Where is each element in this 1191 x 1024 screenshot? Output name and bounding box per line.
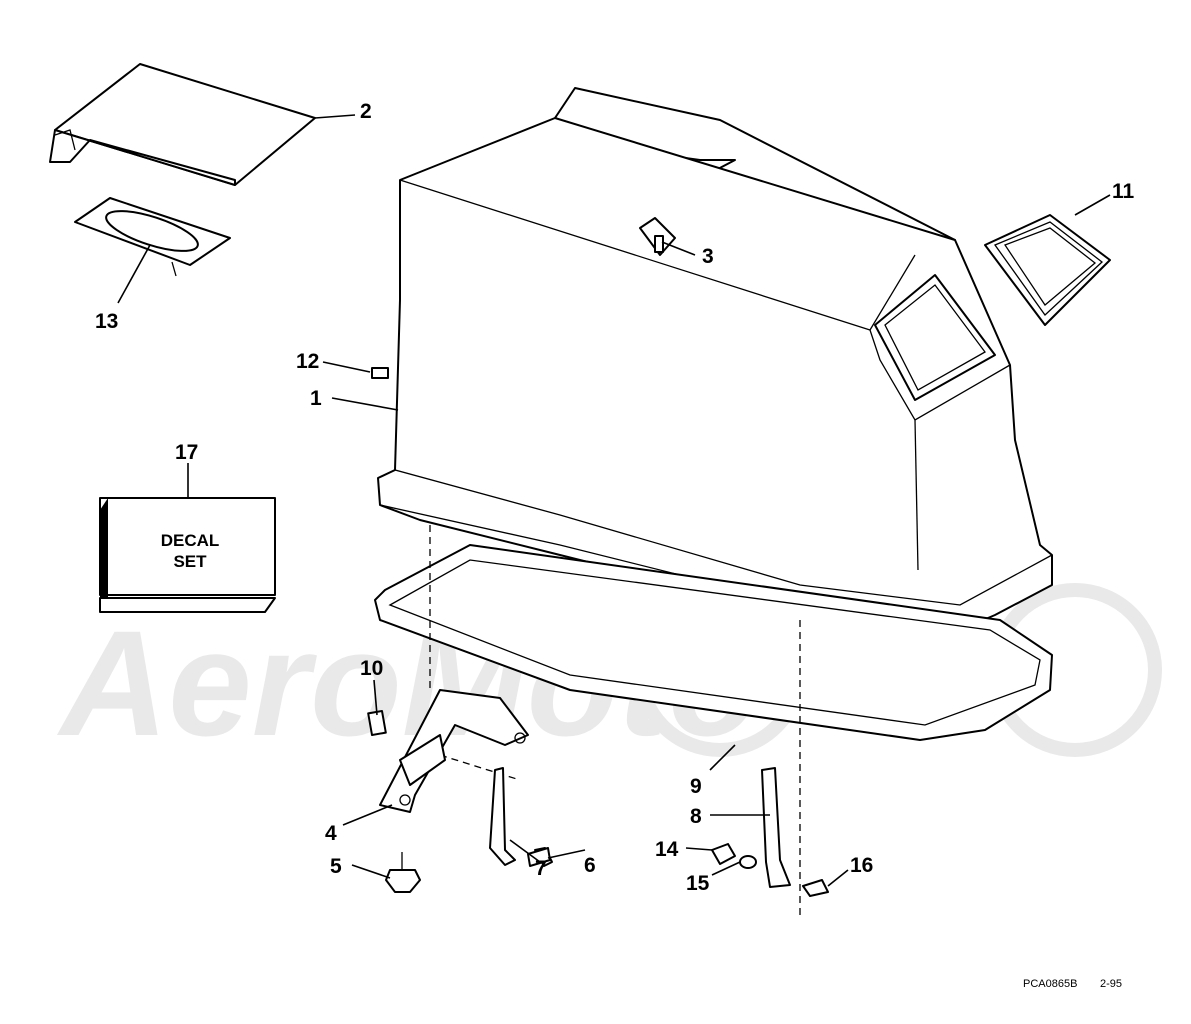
drawing-code: PCA0865B — [1023, 978, 1077, 990]
part-6-screw — [527, 847, 553, 867]
callout-7: 7 — [535, 857, 547, 880]
callout-8: 8 — [690, 805, 702, 828]
decal-line-2: SET — [173, 552, 207, 571]
callout-2: 2 — [360, 100, 372, 123]
part-12-screw — [371, 367, 389, 379]
callout-15: 15 — [686, 872, 710, 895]
callout-13: 13 — [95, 310, 118, 333]
part-4-bracket — [379, 689, 529, 813]
part-1-motor-cover — [377, 87, 1053, 631]
leader-lines — [117, 114, 1111, 887]
part-2-air-cover — [49, 63, 316, 186]
callout-6: 6 — [584, 854, 596, 877]
part-11-grille — [984, 214, 1111, 326]
part-7-clip — [489, 767, 516, 866]
callout-17: 17 — [175, 441, 198, 464]
part-16-screw — [802, 879, 829, 897]
decal-line-1: DECAL — [161, 531, 220, 550]
callout-10: 10 — [360, 657, 383, 680]
callout-14: 14 — [655, 838, 679, 861]
part-14-nut — [711, 843, 736, 865]
callout-3: 3 — [702, 245, 714, 268]
part-3-screw — [654, 235, 664, 253]
part-8-strap — [761, 767, 791, 888]
centerline — [439, 754, 521, 781]
part-9-seal — [374, 544, 1053, 741]
part-15-washer — [739, 855, 757, 869]
part-5-grommet — [385, 852, 421, 893]
callout-16: 16 — [850, 854, 873, 877]
part-13-gasket — [74, 197, 231, 277]
callout-11: 11 — [1112, 180, 1135, 203]
drawing-revision: 2-95 — [1100, 978, 1122, 990]
part-10-nut — [367, 709, 387, 737]
callout-5: 5 — [330, 855, 342, 878]
callout-1: 1 — [310, 387, 322, 410]
callout-9: 9 — [690, 775, 702, 798]
callout-12: 12 — [296, 350, 319, 373]
callout-4: 4 — [325, 822, 337, 845]
part-17-decal-box: DECAL SET — [99, 497, 276, 613]
